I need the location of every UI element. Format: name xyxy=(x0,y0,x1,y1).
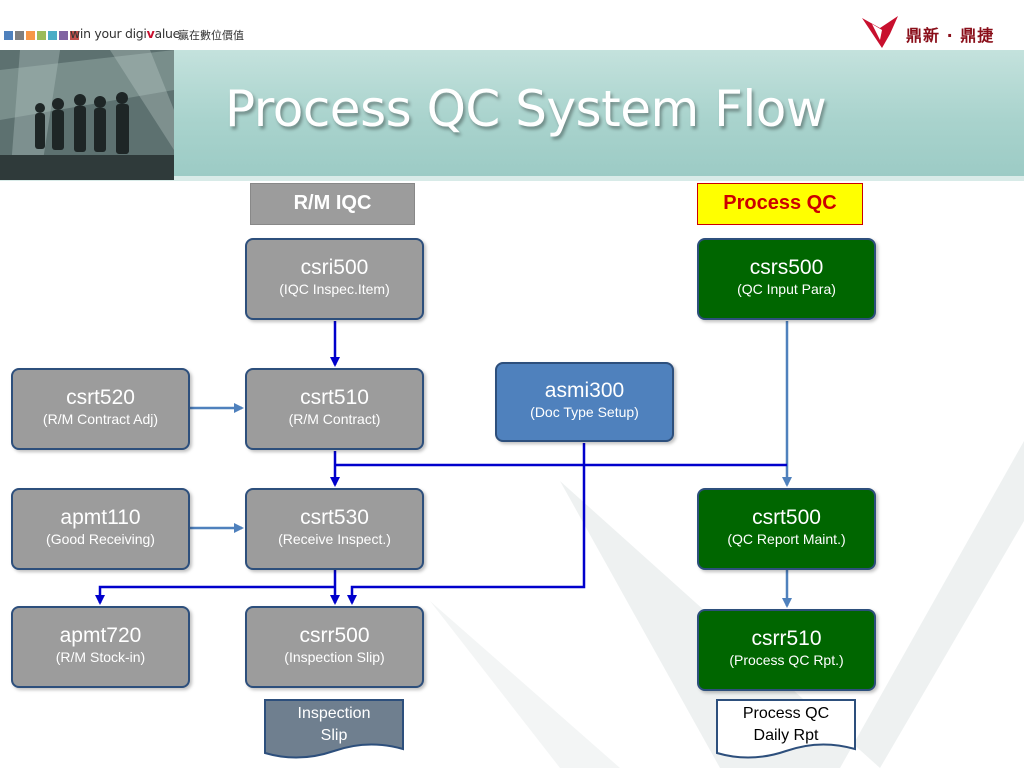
doc-line-1: Process QC xyxy=(742,705,830,722)
arrow-csrt530-apmt720 xyxy=(95,585,335,605)
color-squares xyxy=(4,31,79,40)
doc-line-1: Inspection xyxy=(297,705,371,722)
node-desc: (Receive Inspect.) xyxy=(278,531,391,547)
node-desc: (QC Report Maint.) xyxy=(727,531,846,547)
node-code: csri500 xyxy=(300,256,369,279)
background-watermark xyxy=(430,441,1024,768)
node-code: apmt720 xyxy=(59,624,142,647)
node-desc: (QC Input Para) xyxy=(737,281,836,297)
tagline-chinese: 贏在數位價值 xyxy=(178,29,244,42)
color-square xyxy=(70,31,79,40)
node-apmt110: apmt110 (Good Receiving) xyxy=(11,488,190,570)
business-people-photo xyxy=(0,50,174,180)
node-desc: (R/M Contract) xyxy=(288,411,381,427)
doc-process-qc-daily-rpt: Process QC Daily Rpt xyxy=(716,699,856,761)
node-code: csrs500 xyxy=(749,256,824,279)
node-csrr500: csrr500 (Inspection Slip) xyxy=(245,606,424,688)
node-code: csrr500 xyxy=(299,624,370,647)
doc-line-2: Daily Rpt xyxy=(753,727,819,744)
color-square xyxy=(37,31,46,40)
node-desc: (Inspection Slip) xyxy=(284,649,385,665)
node-csrt530: csrt530 (Receive Inspect.) xyxy=(245,488,424,570)
color-square xyxy=(15,31,24,40)
node-code: csrt520 xyxy=(66,386,135,409)
node-code: csrt530 xyxy=(300,506,369,529)
node-code: asmi300 xyxy=(544,379,625,402)
node-apmt720: apmt720 (R/M Stock-in) xyxy=(11,606,190,688)
node-desc: (R/M Contract Adj) xyxy=(42,411,159,427)
logo-text: 鼎新 · 鼎捷 xyxy=(906,26,995,45)
node-desc: (Process QC Rpt.) xyxy=(729,652,844,668)
node-csrt520: csrt520 (R/M Contract Adj) xyxy=(11,368,190,450)
node-csrs500: csrs500 (QC Input Para) xyxy=(697,238,876,320)
node-code: apmt110 xyxy=(60,506,141,529)
node-csrt500: csrt500 (QC Report Maint.) xyxy=(697,488,876,570)
doc-text: Inspection Slip xyxy=(264,703,404,747)
document-shape-icon xyxy=(716,699,856,759)
doc-inspection-slip: Inspection Slip xyxy=(264,699,404,761)
tagline: win your digivalue xyxy=(70,26,180,41)
node-code: csrr510 xyxy=(751,627,822,650)
top-bar: win your digivalue 贏在數位價值 鼎新 · 鼎捷 xyxy=(0,0,1024,50)
logo-mark-icon xyxy=(862,16,898,48)
node-csri500: csri500 (IQC Inspec.Item) xyxy=(245,238,424,320)
color-square xyxy=(59,31,68,40)
node-desc: (R/M Stock-in) xyxy=(55,649,146,665)
node-desc: (Good Receiving) xyxy=(46,531,155,547)
node-asmi300: asmi300 (Doc Type Setup) xyxy=(495,362,674,442)
node-desc: (Doc Type Setup) xyxy=(530,404,639,420)
node-csrt510: csrt510 (R/M Contract) xyxy=(245,368,424,450)
node-desc: (IQC Inspec.Item) xyxy=(279,281,390,297)
process-qc-header: Process QC xyxy=(697,183,863,225)
slide-title: Process QC System Flow xyxy=(225,80,827,138)
doc-text: Process QC Daily Rpt xyxy=(716,703,856,747)
doc-line-2: Slip xyxy=(320,727,348,744)
node-code: csrt510 xyxy=(300,386,369,409)
banner-divider xyxy=(0,176,1024,181)
node-code: csrt500 xyxy=(752,506,821,529)
document-shape-icon xyxy=(264,699,404,759)
color-square xyxy=(48,31,57,40)
rm-iqc-header: R/M IQC xyxy=(250,183,415,225)
node-csrr510: csrr510 (Process QC Rpt.) xyxy=(697,609,876,691)
color-square xyxy=(4,31,13,40)
color-square xyxy=(26,31,35,40)
company-logo: 鼎新 · 鼎捷 xyxy=(860,14,1010,50)
arrow-asmi300-csrr500 xyxy=(347,443,586,605)
